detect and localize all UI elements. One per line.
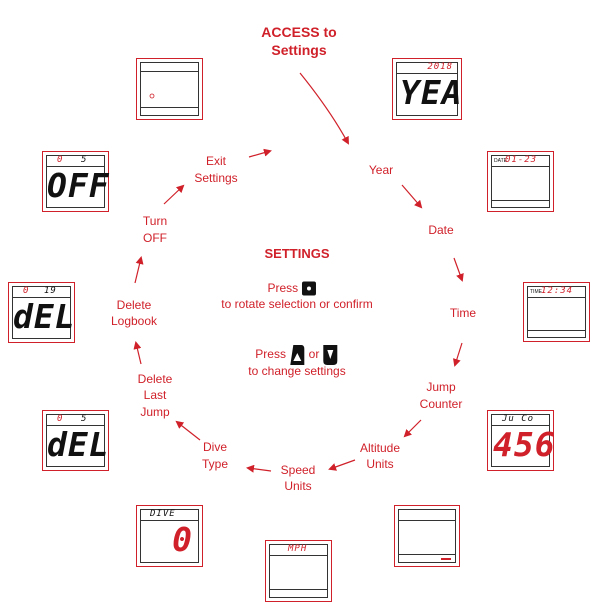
date-value: 01-23 (505, 155, 538, 165)
step-time: Time (449, 306, 477, 320)
year-main: YEA (400, 73, 463, 112)
step-delete-last-3: Jump (140, 405, 170, 419)
dive-label: DIVE (150, 509, 176, 519)
step-turn-off-1: Turn (142, 214, 168, 228)
arrow-year-to-date (401, 184, 423, 209)
arrow-exit-out (248, 148, 272, 158)
altitude-unit-mark (441, 558, 451, 560)
screen-delete-logbook: 0 19 dEL (8, 282, 75, 343)
jump-counter-label: Ju Co (502, 414, 535, 424)
time-value: 12:34 (541, 286, 574, 296)
delete-last-count: 0 (57, 414, 64, 424)
year-value: 2018 (427, 62, 453, 72)
time-label: TIME (530, 289, 542, 295)
screen-delete-last: 0 5 dEL (42, 410, 109, 471)
screen-year: 2018 YEA (392, 58, 462, 120)
step-speed-units-2: Units (284, 479, 312, 493)
rotate-button-icon (302, 281, 317, 296)
delete-logbook-jumps: 19 (44, 286, 57, 296)
screen-speed: MPH (265, 540, 332, 602)
arrow-access-to-year (299, 72, 349, 145)
settings-heading: SETTINGS (264, 246, 330, 261)
step-delete-last-2: Last (143, 388, 167, 402)
screen-blank-top (136, 58, 203, 120)
screen-jump-counter: Ju Co 456 (487, 410, 556, 471)
press-change-row: Press or (255, 344, 338, 366)
access-title-line2: Settings (271, 42, 327, 58)
step-dive-type-1: Dive (202, 440, 228, 454)
step-jump-counter-1: Jump (426, 380, 456, 394)
turn-off-main: OFF (47, 166, 110, 205)
press-word: Press (267, 281, 299, 295)
down-button-icon (323, 345, 338, 365)
rotate-text: to rotate selection or confirm (221, 297, 373, 311)
press-word-2: Press (255, 347, 286, 362)
arrow-time-to-jump (453, 342, 463, 367)
speed-unit: MPH (288, 544, 308, 554)
date-label: DATE (494, 158, 507, 164)
step-altitude-units-1: Altitude (359, 441, 401, 455)
step-exit-settings-2: Settings (194, 171, 238, 185)
screen-date: DATE 01-23 (487, 151, 554, 212)
change-text: to change settings (248, 364, 346, 378)
dive-value: 0 (172, 520, 193, 559)
step-delete-logbook-1: Delete (116, 298, 152, 312)
screen-turn-off: 0 5 OFF (42, 151, 109, 212)
jump-counter-value: 456 (493, 425, 556, 464)
arrow-turnoff-to-exit (163, 184, 185, 205)
delete-last-main: dEL (47, 425, 110, 464)
step-year: Year (368, 163, 394, 177)
screen-time: TIME 12:34 (523, 282, 590, 342)
step-speed-units-1: Speed (280, 463, 316, 477)
step-delete-logbook-2: Logbook (110, 314, 158, 328)
arrow-dive-to-deletelast (175, 420, 201, 441)
step-exit-settings-1: Exit (205, 154, 227, 168)
arrow-logbook-to-turnoff (134, 256, 144, 284)
turn-off-count: 0 (57, 155, 64, 165)
arrow-altitude-to-speed (328, 459, 356, 471)
step-altitude-units-2: Units (366, 457, 394, 471)
step-date: Date (428, 223, 454, 237)
or-word: or (308, 347, 320, 362)
screen-dive: DIVE 0 (136, 505, 203, 567)
step-delete-last-1: Delete (137, 372, 173, 386)
screen-altitude (394, 505, 460, 567)
settings-mini-icon (149, 93, 155, 99)
delete-last-jumps: 5 (81, 414, 88, 424)
press-rotate-row: Press (267, 280, 317, 296)
step-turn-off-2: OFF (143, 231, 167, 245)
arrow-speed-to-dive (246, 464, 272, 473)
step-dive-type-2: Type (201, 457, 229, 471)
arrow-jump-to-altitude (403, 419, 422, 438)
delete-logbook-count: 0 (23, 286, 30, 296)
arrow-deletelast-to-logbook (133, 341, 142, 365)
access-title-line1: ACCESS to (261, 24, 337, 40)
arrow-date-to-time (453, 257, 464, 282)
delete-logbook-main: dEL (13, 297, 76, 336)
step-jump-counter-2: Counter (419, 397, 463, 411)
up-button-icon (290, 345, 305, 365)
turn-off-jumps: 5 (81, 155, 88, 165)
